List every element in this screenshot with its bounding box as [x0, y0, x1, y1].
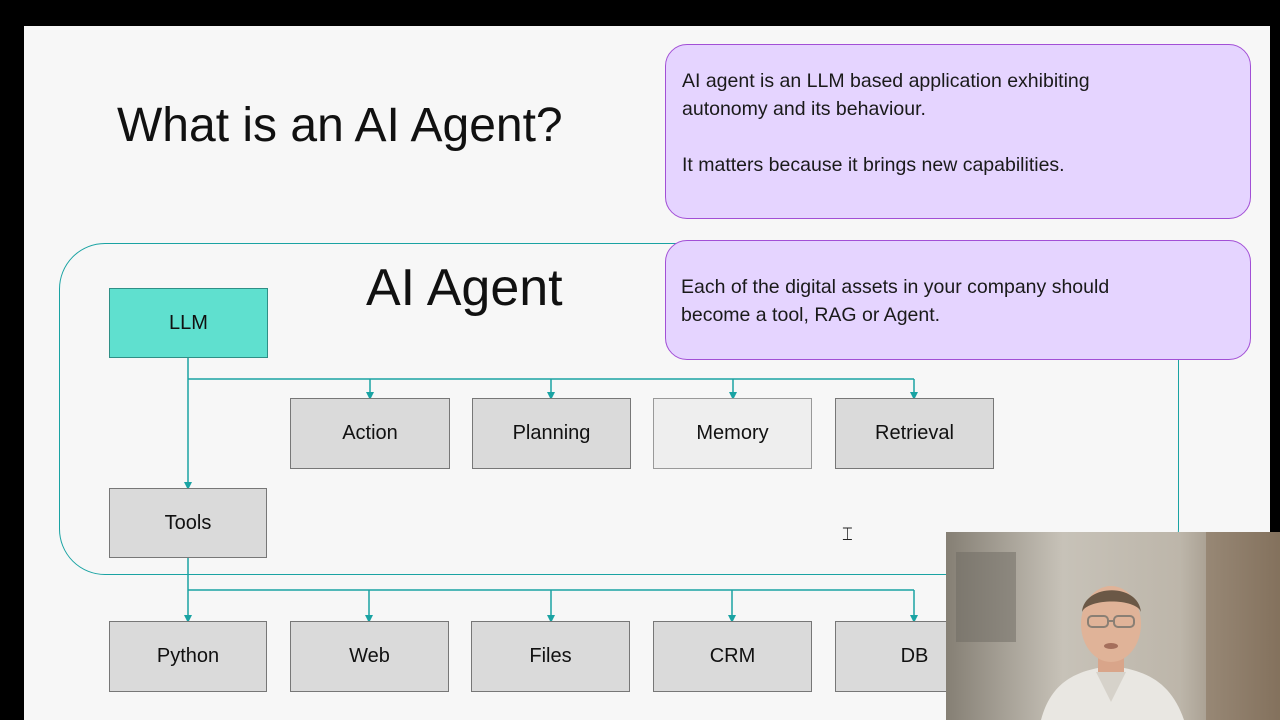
crm-node: CRM [653, 621, 812, 692]
memory-node: Memory [653, 398, 812, 469]
assets-callout: Each of the digital assets in your compa… [665, 240, 1251, 360]
retrieval-node: Retrieval [835, 398, 994, 469]
presenter-figure [946, 532, 1280, 720]
web-node: Web [290, 621, 449, 692]
definition-line-3: It matters because it brings new capabil… [682, 154, 1065, 176]
assets-line-1: Each of the digital assets in your compa… [681, 276, 1110, 298]
action-node: Action [290, 398, 450, 469]
slide-title: What is an AI Agent? [117, 99, 563, 152]
files-node: Files [471, 621, 630, 692]
llm-node: LLM [109, 288, 268, 358]
assets-line-2: become a tool, RAG or Agent. [681, 304, 941, 326]
definition-callout: AI agent is an LLM based application exh… [665, 44, 1251, 219]
ai-agent-label: AI Agent [366, 259, 563, 317]
definition-line-1: AI agent is an LLM based application exh… [682, 70, 1090, 92]
definition-line-2: autonomy and its behaviour. [682, 98, 926, 120]
planning-node: Planning [472, 398, 631, 469]
text-cursor-icon: ⌶ [842, 524, 853, 544]
presenter-webcam [946, 532, 1280, 720]
ai-agent-container [59, 243, 1179, 575]
python-node: Python [109, 621, 267, 692]
tools-node: Tools [109, 488, 267, 558]
